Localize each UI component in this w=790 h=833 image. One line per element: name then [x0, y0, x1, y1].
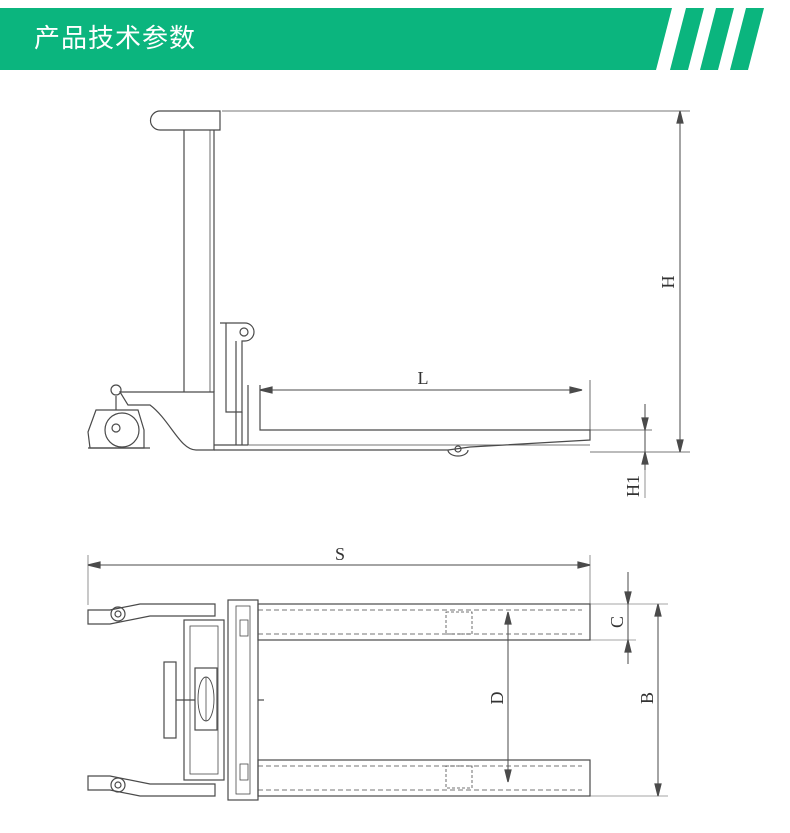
steer-wheel — [104, 412, 140, 448]
load-wheel-bottom-1 — [445, 765, 473, 789]
fork-outline — [214, 385, 591, 451]
chassis-frame-top — [227, 599, 259, 801]
load-roller — [447, 449, 469, 457]
stripe-2 — [700, 8, 734, 70]
dim-label-L: L — [418, 368, 429, 388]
stripe-1 — [670, 8, 704, 70]
dim-label-H: H — [658, 276, 678, 289]
steer-wheel-hub — [111, 423, 121, 433]
side-view — [87, 110, 690, 498]
handle-grip — [149, 110, 221, 131]
section-header-banner: 产品技术参数 — [0, 8, 790, 70]
steer-pivot — [110, 384, 122, 396]
dim-label-S: S — [335, 544, 345, 564]
dim-label-B: B — [637, 692, 657, 704]
pump-housing — [220, 322, 255, 413]
banner-shape — [0, 8, 764, 70]
top-view — [87, 555, 668, 801]
handle-top — [163, 661, 177, 739]
stripe-3 — [730, 8, 764, 70]
steer-wheel-housing — [87, 409, 145, 449]
fork-top — [257, 603, 591, 641]
chassis-body — [118, 391, 215, 451]
load-wheel-top-1 — [445, 611, 473, 635]
pump-pivot — [239, 327, 249, 337]
dim-label-D: D — [487, 692, 507, 705]
fork-bottom — [257, 759, 591, 797]
caster-arm-top — [87, 603, 216, 625]
section-title: 产品技术参数 — [34, 24, 197, 54]
caster-arm-bottom — [87, 775, 216, 797]
dim-label-C: C — [607, 616, 627, 628]
dim-label-H1: H1 — [623, 475, 643, 497]
drive-wheel — [194, 667, 218, 731]
